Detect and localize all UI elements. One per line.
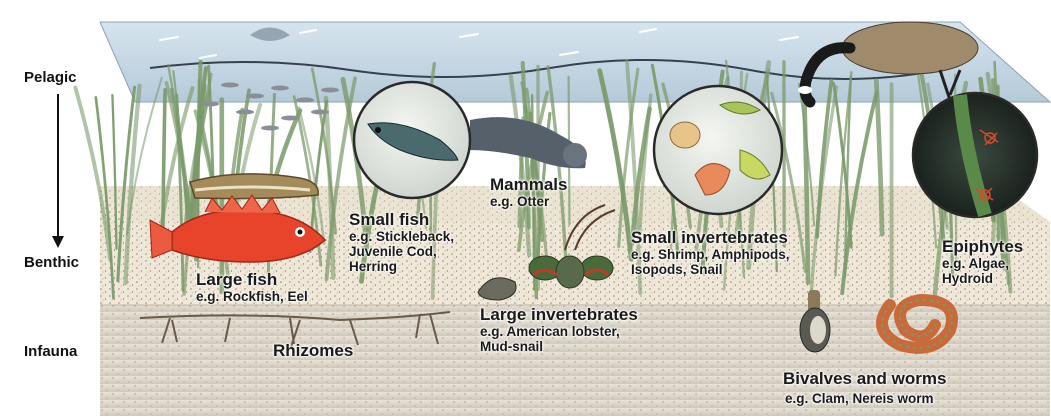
eel-illustration	[190, 174, 318, 199]
bivalves-worms-title: Bivalves and worms	[783, 369, 946, 388]
small-fish-title: Small fish	[349, 210, 454, 229]
depth-arrow	[52, 94, 64, 248]
small-invertebrates-label: Small invertebrates e.g. Shrimp, Amphipo…	[631, 228, 790, 277]
large-invertebrates-example-2: Mud-snail	[480, 339, 638, 354]
small-invertebrates-title: Small invertebrates	[631, 228, 790, 247]
bivalves-worms-label: Bivalves and worms e.g. Clam, Nereis wor…	[783, 369, 946, 406]
bivalves-worms-example: e.g. Clam, Nereis worm	[785, 391, 946, 406]
small-fish-label: Small fish e.g. Stickleback, Juvenile Co…	[349, 210, 454, 274]
rhizomes-title: Rhizomes	[273, 341, 353, 360]
epiphytes-label: Epiphytes e.g. Algae, Hydroid	[942, 237, 1023, 286]
small-fish-example-1: e.g. Stickleback,	[349, 229, 454, 244]
large-fish-example: e.g. Rockfish, Eel	[196, 289, 308, 304]
large-invertebrates-title: Large invertebrates	[480, 305, 638, 324]
large-fish-title: Large fish	[196, 270, 308, 289]
epiphytes-magnifier	[913, 93, 1037, 217]
mammals-title: Mammals	[490, 175, 567, 194]
large-invertebrates-label: Large invertebrates e.g. American lobste…	[480, 305, 638, 354]
invertebrates-magnifier	[654, 86, 782, 214]
epiphytes-example-1: e.g. Algae,	[942, 256, 1023, 271]
mammals-label: Mammals e.g. Otter	[490, 175, 567, 209]
infauna-zone-label: Infauna	[24, 344, 77, 361]
pelagic-zone-label: Pelagic	[24, 70, 77, 87]
small-invertebrates-example-2: Isopods, Snail	[631, 262, 790, 277]
small-invertebrates-example-1: e.g. Shrimp, Amphipods,	[631, 247, 790, 262]
stickleback-magnifier	[354, 82, 470, 198]
small-fish-example-2: Juvenile Cod,	[349, 244, 454, 259]
benthic-zone-label: Benthic	[24, 255, 79, 272]
large-fish-label: Large fish e.g. Rockfish, Eel	[196, 270, 308, 304]
seagrass-blade	[163, 90, 165, 241]
mammals-example: e.g. Otter	[490, 194, 567, 209]
rhizomes-label: Rhizomes	[273, 341, 353, 360]
epiphytes-title: Epiphytes	[942, 237, 1023, 256]
epiphytes-example-2: Hydroid	[942, 271, 1023, 286]
large-invertebrates-example-1: e.g. American lobster,	[480, 324, 638, 339]
small-fish-example-3: Herring	[349, 259, 454, 274]
